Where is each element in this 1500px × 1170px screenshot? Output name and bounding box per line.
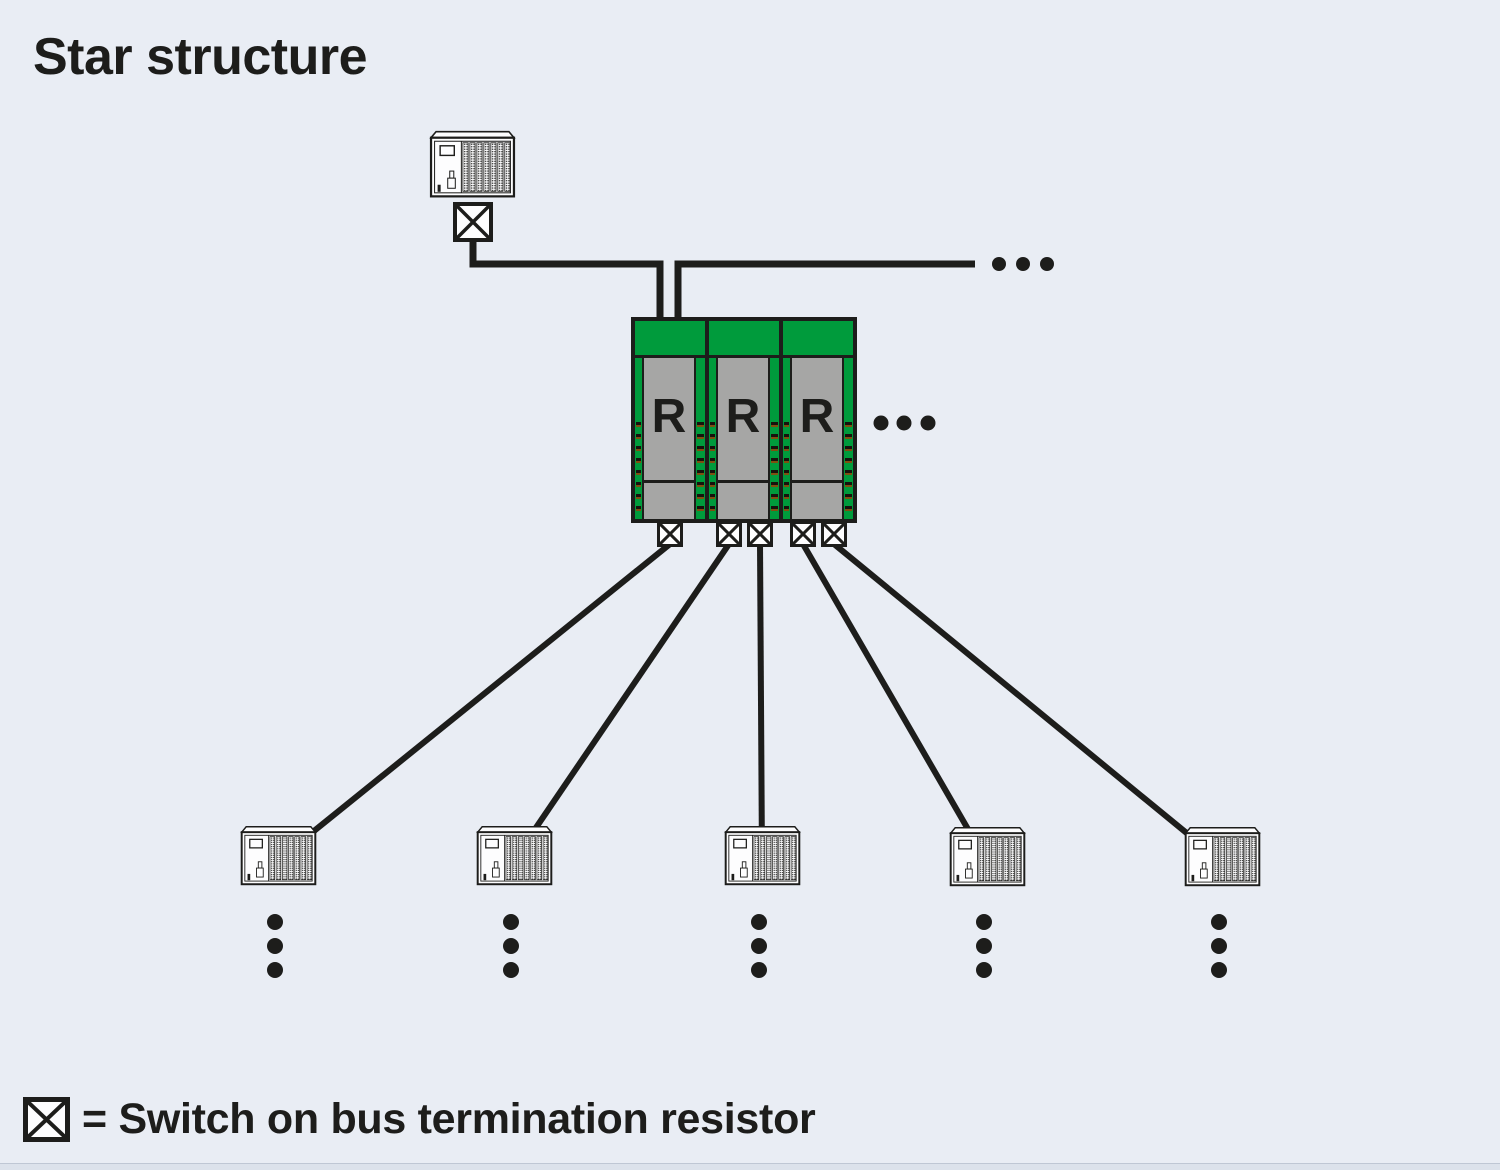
legend: = Switch on bus termination resistor: [23, 1095, 816, 1144]
repeater-module: R: [783, 321, 853, 519]
repeater-led-rail: [709, 358, 718, 519]
continuation-dots-station-1: [267, 914, 283, 978]
station-device-icon: [240, 825, 317, 886]
repeater-module: R: [709, 321, 779, 519]
repeater-module-header: [635, 321, 705, 358]
station-device-icon: [724, 825, 801, 886]
continuation-dots-top-right: [992, 257, 1054, 271]
station-device-icon: [949, 826, 1026, 887]
diagram-title: Star structure: [33, 28, 368, 86]
legend-text: = Switch on bus termination resistor: [82, 1095, 816, 1143]
controller-device-icon: [429, 130, 516, 198]
star-line-2: [511, 542, 732, 862]
bus-line-repeater-continuation: [674, 260, 975, 322]
station-device-icon: [1184, 826, 1261, 887]
continuation-dots-station-5: [1211, 914, 1227, 978]
continuation-dots-station-3: [751, 914, 767, 978]
continuation-dots-repeaters: [873, 415, 936, 431]
repeater-block: R R: [631, 317, 857, 523]
repeater-led-rail: [783, 358, 792, 519]
repeater-module-header: [709, 321, 779, 358]
station-device-icon: [476, 825, 553, 886]
termination-switch-icon: [716, 521, 742, 547]
repeater-label: R: [799, 390, 835, 443]
repeater-label: R: [651, 390, 687, 443]
repeater-led-rail: [842, 358, 853, 519]
star-line-4: [800, 542, 990, 864]
termination-switch-icon: [453, 202, 493, 242]
termination-switch-icon: [790, 521, 816, 547]
repeater-module: R: [635, 321, 705, 519]
termination-switch-icon: [747, 521, 773, 547]
star-line-5: [832, 541, 1224, 865]
repeater-led-rail: [694, 358, 705, 519]
repeater-led-rail: [635, 358, 644, 519]
continuation-dots-station-2: [503, 914, 519, 978]
continuation-dots-station-4: [976, 914, 992, 978]
bus-termination-switch-icon: [23, 1097, 70, 1142]
termination-switch-icon: [657, 521, 683, 547]
termination-switch-icon: [821, 521, 847, 547]
repeater-label: R: [725, 390, 761, 443]
repeater-module-header: [783, 321, 853, 358]
star-line-1: [276, 541, 672, 863]
footer-strip: [0, 1163, 1500, 1170]
bus-line-controller-to-repeater: [469, 240, 664, 322]
repeater-led-rail: [768, 358, 779, 519]
star-line-3: [757, 543, 765, 863]
